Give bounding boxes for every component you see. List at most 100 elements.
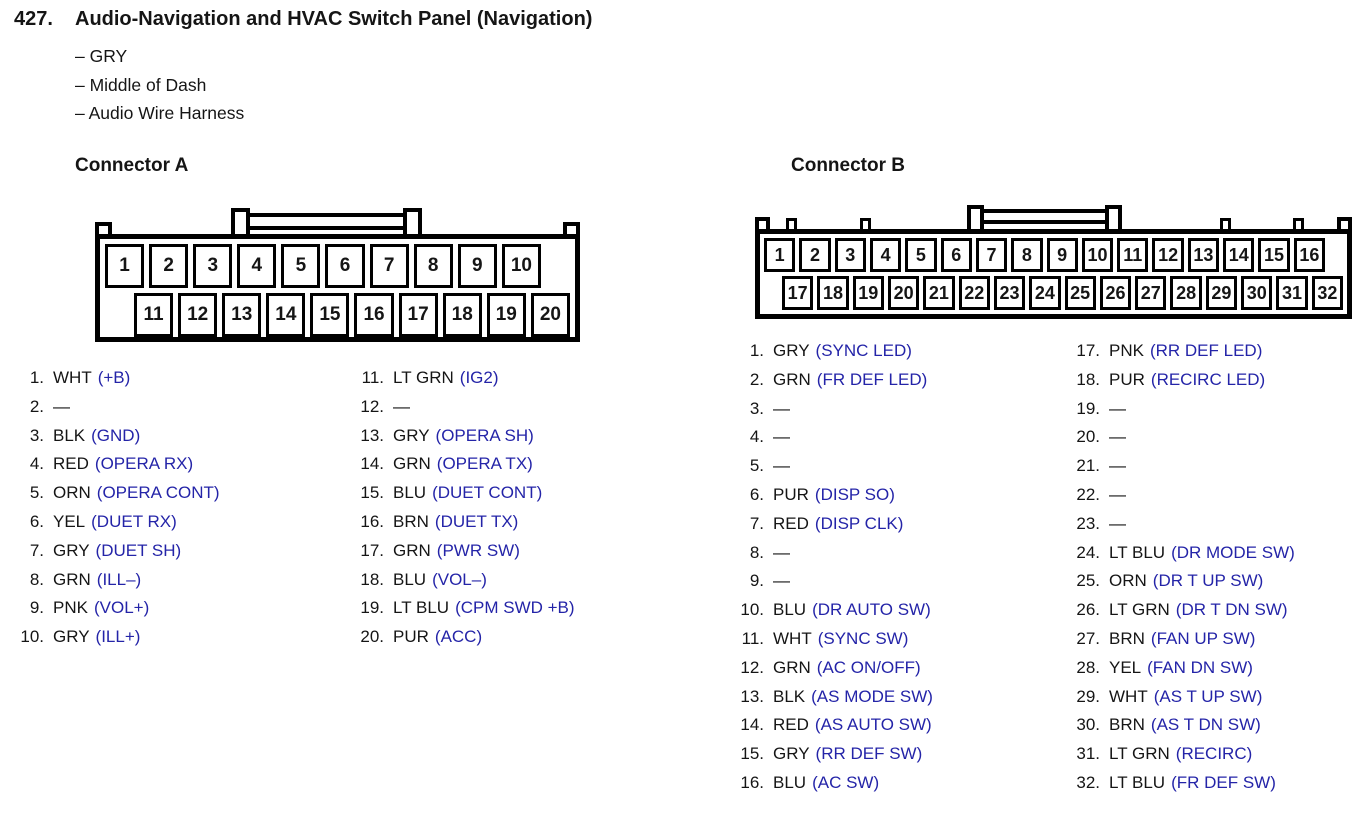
pin-row: 17.PNK(RR DEF LED) [1064, 337, 1366, 366]
connector-b-pin-column-2: 17.PNK(RR DEF LED) 18.PUR(RECIRC LED) 19… [1064, 337, 1366, 798]
pin-cell: 8 [1011, 238, 1043, 272]
pin-wire-color: GRN [53, 569, 91, 589]
pin-row: 27.BRN(FAN UP SW) [1064, 625, 1366, 654]
pin-signal-name: (FR DEF LED) [816, 369, 928, 389]
pin-cell: 17 [782, 276, 814, 310]
pin-row: 11.WHT(SYNC SW) [728, 625, 1064, 654]
pin-signal-name: (AS T DN SW) [1150, 715, 1261, 735]
pin-row: 13.GRY(OPERA SH) [348, 422, 678, 451]
connector-b-latch-bar [979, 209, 1119, 224]
pin-wire-color: — [773, 427, 790, 447]
pin-cell: 11 [1117, 238, 1149, 272]
pin-wire-color: LT BLU [393, 598, 450, 618]
pin-wire-color: RED [53, 454, 89, 474]
connector-b-heading: Connector B [791, 155, 905, 176]
pin-signal-name: (DISP CLK) [814, 513, 904, 533]
pin-number: 7. [749, 513, 764, 533]
pin-wire-color: — [393, 396, 410, 416]
pin-cell: 21 [923, 276, 955, 310]
connector-b-pin-list: 1.GRY(SYNC LED) 2.GRN(FR DEF LED) 3.— 4.… [728, 337, 1366, 798]
pin-number: 6. [29, 511, 44, 531]
pin-wire-color: GRN [773, 657, 811, 677]
pin-row: 14.GRN(OPERA TX) [348, 450, 678, 479]
pin-number: 17. [1076, 341, 1100, 360]
pin-cell: 28 [1170, 276, 1202, 310]
pin-row: 19.— [1064, 395, 1366, 424]
pin-row: 8.— [728, 539, 1064, 568]
pin-wire-color: YEL [1109, 657, 1142, 677]
pin-number: 17. [360, 540, 384, 560]
pin-wire-color: BLU [773, 772, 807, 792]
pin-wire-color: GRY [393, 425, 430, 445]
pin-wire-color: — [1109, 484, 1126, 504]
pin-row: 15.GRY(RR DEF SW) [728, 740, 1064, 769]
pin-row: 21. — [1064, 452, 1366, 481]
detail-line: – Middle of Dash [75, 74, 207, 95]
pin-number: 4. [749, 427, 764, 447]
pin-row: 32.LT BLU(FR DEF SW) [1064, 769, 1366, 798]
pin-number: 4. [29, 454, 44, 474]
pin-cell: 14 [1223, 238, 1255, 272]
pin-cell: 10 [501, 244, 541, 288]
pin-row: 13.BLK(AS MODE SW) [728, 683, 1064, 712]
row-spacer [1329, 238, 1343, 272]
row-spacer [764, 276, 778, 310]
pin-row: 7.GRY(DUET SH) [8, 537, 348, 566]
pin-number: 16. [740, 772, 764, 792]
pin-number: 8. [749, 542, 764, 562]
pin-wire-color: WHT [53, 368, 92, 387]
pin-row: 3.BLK(GND) [8, 422, 348, 451]
pin-number: 24. [1076, 542, 1100, 562]
row-spacer [546, 244, 570, 288]
pin-signal-name: (OPERA RX) [94, 454, 194, 474]
pin-number: 21. [1076, 456, 1100, 476]
pin-row: 3.— [728, 395, 1064, 424]
pin-number: 30. [1076, 715, 1100, 735]
pin-wire-color: — [1109, 456, 1126, 476]
connector-b-latch-prong-left [967, 205, 984, 235]
pin-row: 6.YEL(DUET RX) [8, 508, 348, 537]
pin-number: 10. [20, 627, 44, 647]
pin-row: 31.LT GRN(RECIRC) [1064, 740, 1366, 769]
pin-signal-name: (FR DEF SW) [1171, 772, 1276, 792]
pin-cell: 19 [852, 276, 884, 310]
pin-number: 27. [1076, 628, 1100, 648]
pin-signal-name: (SYNC LED) [815, 341, 912, 360]
pin-cell: 4 [237, 244, 277, 288]
connector-b-latch-prong-right [1105, 205, 1122, 235]
pin-wire-color: PNK [1109, 341, 1144, 360]
pin-number: 18. [360, 569, 384, 589]
pin-number: 7. [29, 540, 44, 560]
pin-wire-color: GRN [393, 540, 431, 560]
pin-signal-name: (DUET RX) [91, 511, 177, 531]
pin-signal-name: (PWR SW) [436, 540, 520, 560]
pin-signal-name: (RECIRC) [1175, 744, 1253, 764]
pin-wire-color: GRY [53, 627, 90, 647]
pin-signal-name: (DR T DN SW) [1175, 600, 1288, 620]
pin-number: 12. [360, 396, 384, 416]
pin-cell: 2 [799, 238, 831, 272]
pin-cell: 3 [193, 244, 233, 288]
pin-number: 10. [740, 600, 764, 620]
pin-number: 11. [741, 628, 764, 648]
pin-number: 1. [749, 341, 764, 360]
pin-cell: 6 [325, 244, 365, 288]
pin-number: 3. [29, 425, 44, 445]
pin-number: 32. [1076, 772, 1100, 792]
pin-row: 7.RED(DISP CLK) [728, 510, 1064, 539]
pin-cell: 16 [1293, 238, 1325, 272]
pin-wire-color: BLU [773, 600, 807, 620]
pin-cell: 9 [457, 244, 497, 288]
pin-cell: 19 [486, 293, 526, 337]
pin-number: 13. [740, 686, 764, 706]
pin-row: 6.PUR(DISP SO) [728, 481, 1064, 510]
pin-signal-name: (DR MODE SW) [1171, 542, 1295, 562]
pin-wire-color: WHT [773, 628, 812, 648]
pin-cell: 11 [134, 293, 174, 337]
connector-a-pin-column-2: 11.LT GRN(IG2) 12.— 13.GRY(OPERA SH) 14.… [348, 364, 678, 652]
pin-number: 9. [749, 571, 764, 591]
pin-wire-color: BLK [773, 686, 806, 706]
